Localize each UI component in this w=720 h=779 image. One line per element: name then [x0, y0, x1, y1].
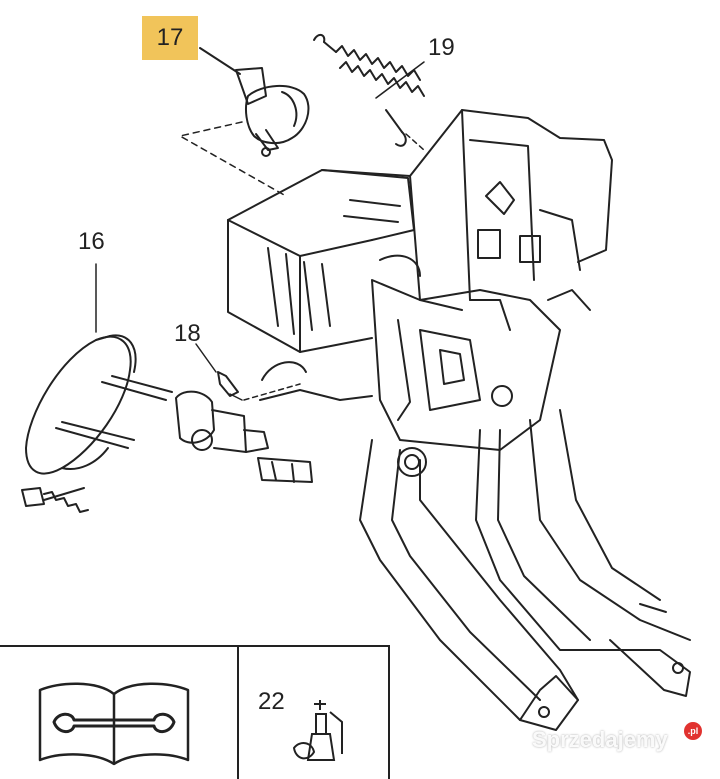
part-16-label: 16	[78, 228, 105, 255]
vehicle-adjuster-icon	[292, 700, 343, 761]
manual-wrench-icon	[38, 682, 190, 766]
part-17-clip	[199, 47, 310, 157]
brake-switch	[175, 361, 373, 483]
part-19-label: 19	[428, 34, 455, 61]
part-18-bolt	[195, 343, 301, 401]
watermark-text: Sprzedajemy	[532, 727, 668, 752]
part-16-disc	[21, 263, 173, 513]
watermark-suffix: .pl	[684, 722, 702, 740]
part-18-label: 18	[174, 320, 201, 347]
legend-box	[0, 645, 390, 779]
legend-divider	[237, 647, 239, 779]
pedal-mechanism	[371, 279, 591, 477]
part-17-label: 17	[142, 16, 198, 60]
part-22-label: 22	[258, 688, 285, 715]
part-19-spring	[313, 34, 425, 151]
pedal-arms	[359, 409, 691, 731]
